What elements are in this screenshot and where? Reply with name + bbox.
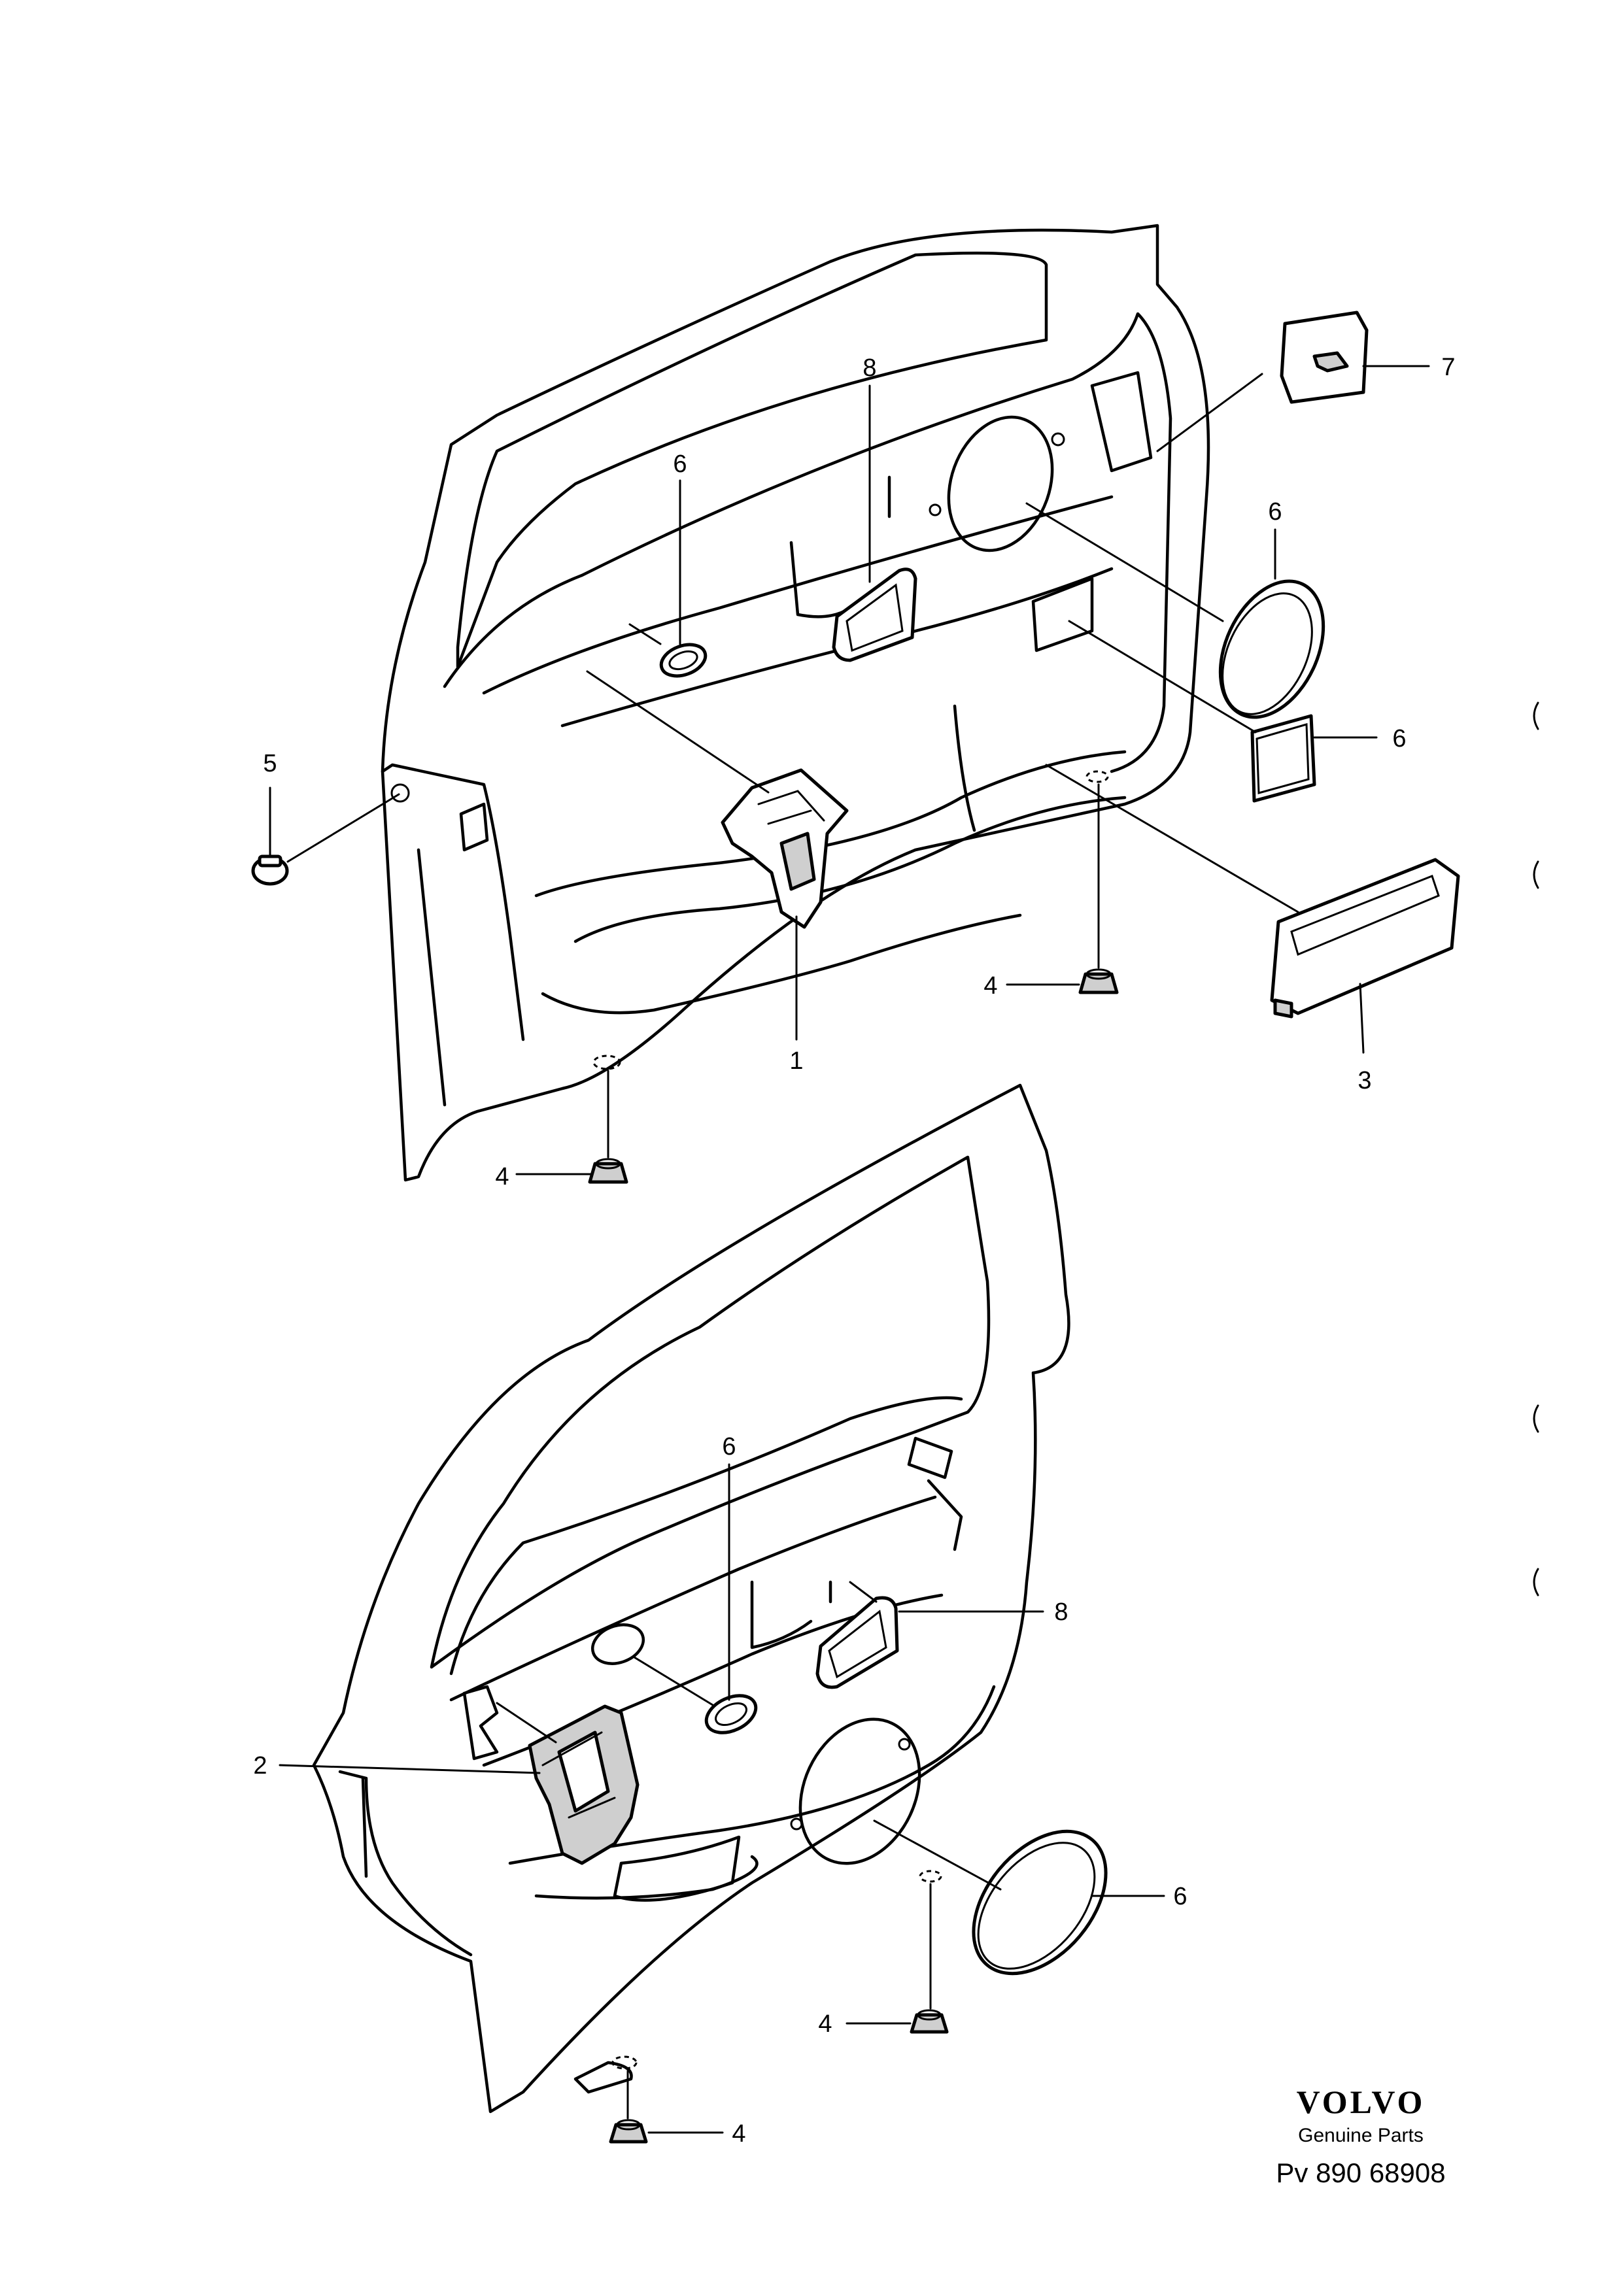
- callout-4-front-b: 4: [983, 972, 997, 1000]
- callout-8-front: 8: [863, 354, 876, 382]
- switch-bezel-part-8-rear: [815, 1596, 899, 1689]
- callout-labels: 1 3 4 4 5 6 6 6 7 8 2 4 4 6 6 8: [253, 354, 1455, 2148]
- speaker-cover-part-6: [1218, 579, 1325, 719]
- margin-marks: [1533, 701, 1539, 1596]
- square-pad-part-6: [1250, 714, 1316, 803]
- nut-part-4-rear-b: [609, 2119, 648, 2144]
- plug-small-part-6-rear: [704, 1694, 758, 1734]
- callout-6-front-speaker: 6: [1268, 498, 1282, 526]
- brand-tagline: Genuine Parts: [1298, 2125, 1424, 2146]
- armrest-bracket-part-2: [528, 1704, 640, 1865]
- diagram-part-number: Pv 890 68908: [1276, 2157, 1446, 2188]
- front-door-leader-lines: [269, 365, 1430, 1175]
- callout-8-rear: 8: [1054, 1598, 1068, 1626]
- callout-7: 7: [1441, 354, 1455, 381]
- rear-door-panel: [312, 1083, 1070, 2114]
- callout-6-front-plug: 6: [673, 450, 687, 478]
- lock-cover-part-7: [1280, 311, 1369, 404]
- armrest-bracket-part-1: [721, 768, 849, 929]
- callout-6-rear-plug: 6: [722, 1433, 736, 1460]
- callout-4-rear-b: 4: [732, 2120, 745, 2148]
- storage-pocket-part-3: [1270, 858, 1460, 1019]
- callout-6-front-pad: 6: [1392, 725, 1406, 752]
- clip-part-5: [251, 854, 289, 886]
- callout-4-rear-a: 4: [818, 2010, 832, 2038]
- plug-small-part-6-front: [659, 643, 708, 678]
- callout-6-rear-speaker: 6: [1173, 1883, 1187, 1910]
- callout-1: 1: [789, 1047, 803, 1075]
- nut-part-4-rear-a: [910, 2009, 949, 2034]
- callout-3: 3: [1358, 1067, 1371, 1094]
- nut-part-4-front-a: [588, 1158, 628, 1184]
- nut-part-4-front-b: [1078, 968, 1119, 994]
- speaker-cover-part-6-rear: [972, 1829, 1108, 1976]
- brand-logo: VOLVO: [1296, 2084, 1426, 2120]
- callout-2: 2: [253, 1752, 267, 1780]
- rear-door-leader-lines: [279, 1463, 1165, 2134]
- callout-5: 5: [263, 750, 277, 777]
- front-door-panel: [381, 224, 1210, 1182]
- switch-bezel-part-8: [832, 567, 917, 662]
- callout-4-front-a: 4: [495, 1163, 509, 1190]
